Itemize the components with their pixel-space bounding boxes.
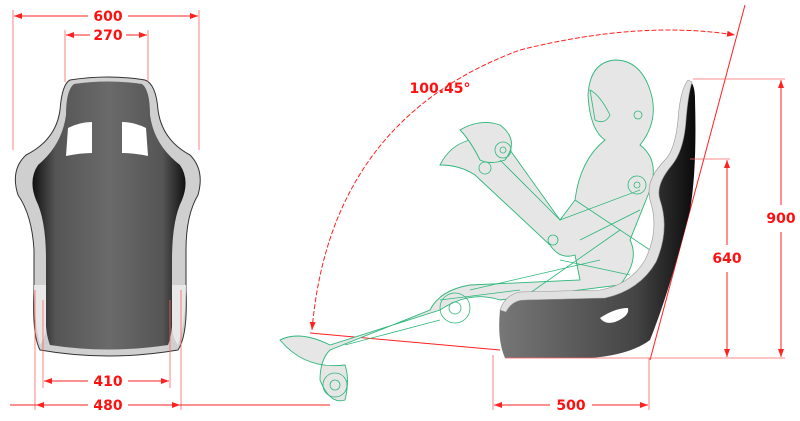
harness-slot-left <box>66 122 92 156</box>
dimension-shoulder-height: 640 <box>712 251 741 267</box>
driver-figure <box>279 59 654 402</box>
dimension-headrest-width: 270 <box>93 28 122 44</box>
dimension-recline-angle: 100.45° <box>409 81 470 97</box>
side-dimensions: 900 640 500 <box>492 78 796 414</box>
side-view-seat <box>499 79 696 358</box>
dimension-seat-inner-width: 410 <box>93 374 122 390</box>
dimension-base-depth: 500 <box>556 398 585 414</box>
dimension-overall-width: 600 <box>93 9 122 25</box>
dimension-base-width: 480 <box>93 398 122 414</box>
front-dimensions: 600 270 410 480 <box>10 9 330 414</box>
front-view-seat <box>14 76 201 357</box>
recline-angle: 100.45° <box>309 4 746 361</box>
harness-slot-right <box>122 122 148 156</box>
dimension-overall-height: 900 <box>766 211 795 227</box>
